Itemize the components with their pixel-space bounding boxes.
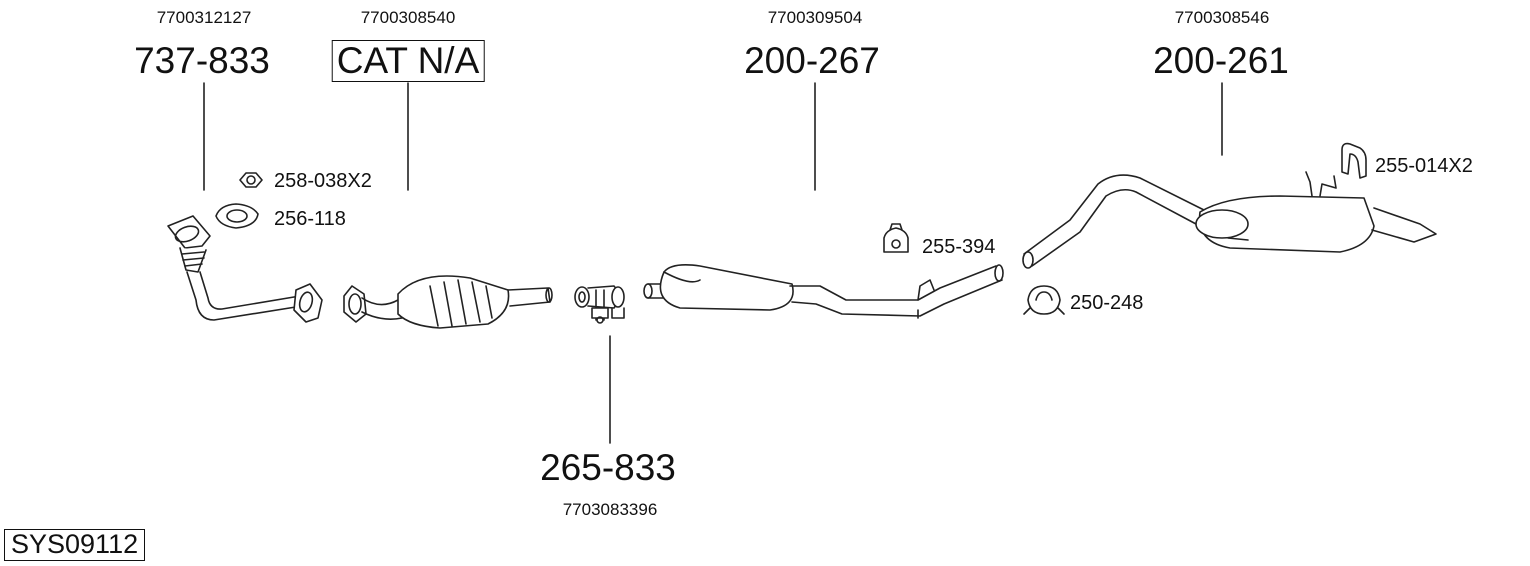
- oem-connector: 7703083396: [562, 500, 658, 519]
- nut-drawing: [239, 172, 263, 188]
- accessory-hanger-label: 255-014X2: [1375, 155, 1473, 177]
- oem-rear-silencer: 7700308546: [1174, 8, 1270, 27]
- accessory-clamp-label: 250-248: [1070, 292, 1144, 314]
- catalyst-drawing: [343, 275, 553, 329]
- part-catalyst: CAT N/A: [331, 40, 485, 82]
- accessory-gasket-label: 256-118: [274, 208, 346, 230]
- part-middle-silencer: 200-267: [744, 40, 880, 81]
- middle-silencer-drawing: [643, 264, 1004, 319]
- rear-silencer-drawing: [1022, 171, 1437, 269]
- clamp-drawing: [1023, 285, 1065, 315]
- accessory-nut-label: 258-038X2: [274, 170, 372, 192]
- oem-catalyst: 7700308540: [360, 8, 456, 27]
- part-front-pipe: 737-833: [134, 40, 270, 81]
- leader-lines: [203, 82, 1223, 444]
- rubber-mount-drawing: [883, 223, 909, 253]
- connector-drawing: [574, 285, 625, 324]
- gasket-drawing: [215, 203, 259, 229]
- part-rear-silencer: 200-261: [1153, 40, 1289, 81]
- oem-middle-silencer: 7700309504: [767, 8, 863, 27]
- hanger-drawing: [1341, 142, 1367, 179]
- accessory-rubber-mount-label: 255-394: [922, 236, 996, 258]
- system-code-badge: SYS09112: [4, 529, 146, 561]
- part-connector: 265-833: [540, 447, 676, 488]
- front-pipe-drawing: [167, 215, 323, 323]
- oem-front-pipe: 7700312127: [156, 8, 252, 27]
